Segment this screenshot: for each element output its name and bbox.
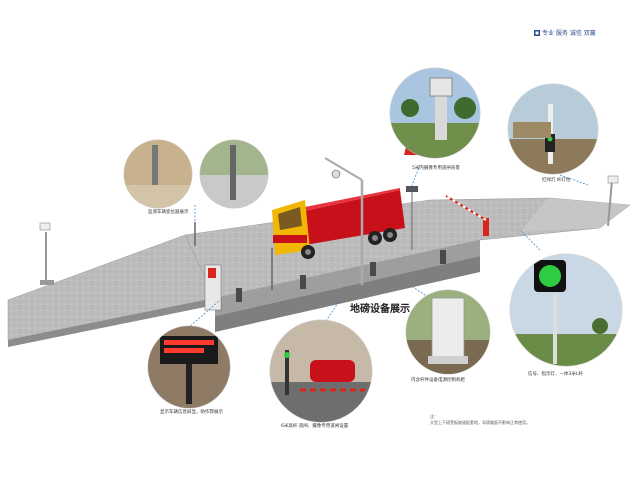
caption-dome-camera: 5米内摄像专用道闸背景: [412, 166, 460, 171]
page-title: 地磅设备展示: [350, 304, 410, 315]
photo-led-screen: [148, 326, 230, 408]
dump-truck-icon: [272, 188, 405, 259]
photo-traffic-light-closeup: [510, 254, 622, 366]
caption-barrier-gate: 6米高杆 道闸、摄像专用道闸设置: [281, 424, 349, 429]
footnote-text: 大型上下磅受板坡道配套地，导磅路面不影响正常使用。: [430, 420, 530, 425]
dome-camera-icon: [331, 169, 341, 179]
caption-ground-sensor: 监测车辆变位器展示: [148, 210, 189, 215]
right-ramp: [520, 198, 630, 232]
footnote: 注： 大型上下磅受板坡道配套地，导磅路面不影响正常使用。: [430, 414, 530, 426]
photo-dome-camera: [390, 68, 480, 158]
caption-cabinet: 内含杆件设备电源控制机柜: [411, 378, 465, 383]
photo-cabinet: [406, 290, 490, 374]
caption-traffic-light-closeup: 信号、指示灯、一体3米L杆: [528, 372, 583, 377]
brand-tagline-text: 专业 服务 诚信 双赢: [542, 30, 596, 37]
footnote-label: 注：: [430, 414, 438, 419]
photo-ground-sensor-1: [124, 140, 192, 208]
brand-tagline: 专业 服务 诚信 双赢: [534, 28, 596, 37]
brand-logo-icon: [534, 29, 540, 36]
photo-traffic-light: [508, 84, 598, 174]
photo-barrier-gate: [270, 320, 372, 422]
photo-ground-sensor-2: [200, 140, 268, 208]
caption-traffic-light-photo: 红绿灯 杆灯柱: [542, 178, 571, 183]
caption-led-screen: 显示车辆信息屏显，防作弊展示: [160, 410, 223, 415]
